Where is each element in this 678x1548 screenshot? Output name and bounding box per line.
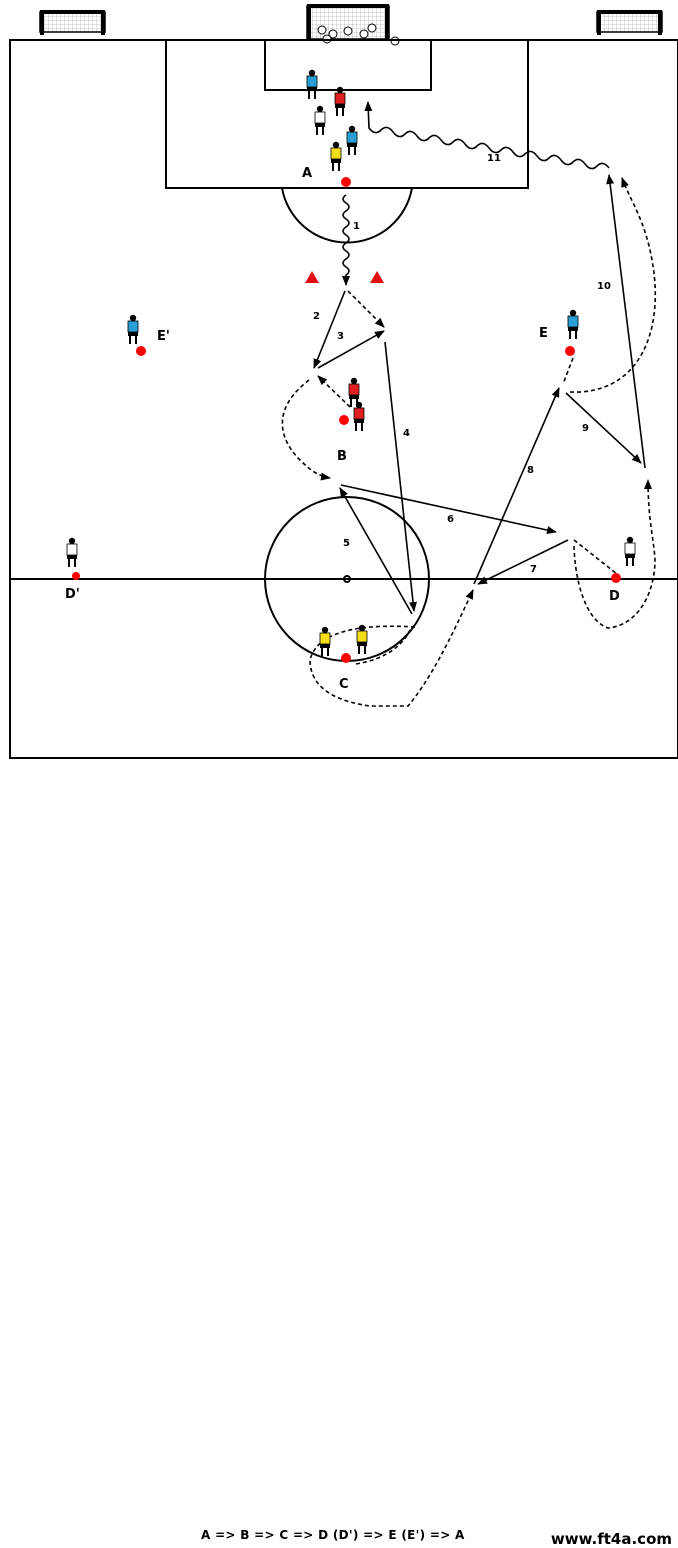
player-d — [624, 536, 636, 566]
player-d-alt — [66, 537, 78, 567]
label-station-d-alt: D' — [65, 587, 80, 602]
pass-number-2: 2 — [313, 311, 320, 322]
pass-number-7: 7 — [530, 564, 537, 575]
path-d-move — [573, 539, 618, 575]
path-2-run — [347, 290, 385, 328]
ball-a — [341, 177, 351, 187]
drill-paths — [281, 101, 656, 707]
pass-number-1: 1 — [353, 221, 360, 232]
path-11-shot — [364, 101, 610, 170]
pass-number-8: 8 — [527, 465, 534, 476]
cones — [305, 271, 384, 283]
path-b-curve — [281, 379, 331, 481]
pass-number-6: 6 — [447, 514, 454, 525]
balls — [72, 177, 621, 663]
path-c-curve — [309, 589, 474, 707]
player-a3 — [314, 105, 326, 135]
player-a5 — [330, 141, 342, 171]
pass-number-3: 3 — [337, 331, 344, 342]
goal-right — [596, 10, 663, 35]
path-e-move — [562, 357, 574, 385]
path-2 — [313, 290, 346, 369]
ball-b — [339, 415, 349, 425]
path-8 — [473, 387, 560, 585]
path-10 — [606, 174, 646, 469]
rotation-sequence: A => B => C => D (D') => E (E') => A — [201, 1528, 465, 1542]
ball-d-alt — [72, 572, 80, 580]
player-c1 — [319, 626, 331, 656]
goal-left — [39, 10, 106, 35]
pass-number-10: 10 — [597, 281, 611, 292]
penalty-area — [165, 39, 529, 189]
label-station-d: D — [609, 589, 620, 604]
player-c2 — [356, 624, 368, 654]
player-a1 — [306, 69, 318, 99]
ball-e-alt — [136, 346, 146, 356]
goal-area — [264, 39, 432, 91]
pitch-lines — [9, 39, 678, 759]
label-station-e: E — [539, 326, 548, 341]
path-d-curve — [573, 479, 656, 629]
pass-number-4: 4 — [403, 428, 410, 439]
ball-d — [611, 573, 621, 583]
path-4 — [384, 341, 418, 612]
path-1-dribble — [342, 194, 350, 286]
player-a4 — [346, 125, 358, 155]
footer: A => B => C => D (D') => E (E') => A www… — [0, 762, 678, 1548]
path-b-move — [317, 375, 351, 408]
label-station-e-alt: E' — [157, 329, 170, 344]
player-e-alt — [127, 314, 139, 344]
path-6 — [340, 484, 557, 534]
training-drill-diagram: A B C D D' E E' 1 2 3 4 5 6 7 8 9 10 11 — [9, 4, 678, 759]
players — [66, 69, 636, 656]
path-7 — [477, 539, 569, 585]
path-e-curve — [569, 177, 656, 393]
ball-c — [341, 653, 351, 663]
player-e — [567, 309, 579, 339]
label-station-c: C — [339, 677, 349, 692]
path-9 — [565, 392, 642, 464]
player-b2 — [353, 401, 365, 431]
path-3 — [317, 330, 385, 369]
pass-number-5: 5 — [343, 538, 350, 549]
path-5 — [339, 487, 413, 615]
ball-e — [565, 346, 575, 356]
website-link[interactable]: www.ft4a.com — [550, 1530, 672, 1548]
pass-number-9: 9 — [582, 423, 589, 434]
cone-right — [370, 271, 384, 283]
label-station-a: A — [302, 166, 312, 181]
cone-left — [305, 271, 319, 283]
pass-number-11: 11 — [487, 153, 501, 164]
center-spot — [343, 575, 351, 583]
player-a2 — [334, 86, 346, 116]
pitch-boundary — [9, 39, 678, 759]
label-station-b: B — [337, 449, 347, 464]
penalty-arc — [281, 187, 413, 244]
